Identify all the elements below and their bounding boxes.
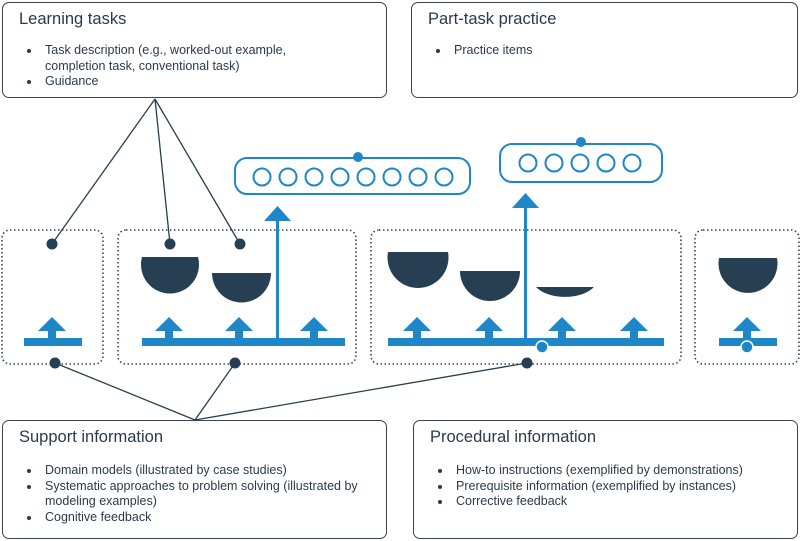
learning-task-half — [460, 271, 520, 301]
practice-item-icon — [382, 167, 402, 187]
practice-item-icon — [252, 167, 272, 187]
bar-3 — [388, 338, 664, 346]
practice-item-icon — [330, 167, 350, 187]
practice-item-icon — [408, 167, 428, 187]
support-information-box: Support information Domain models (illus… — [2, 420, 387, 539]
procedural-information-list: How-to instructions (exemplified by demo… — [438, 463, 787, 510]
practice-items-group-1 — [234, 152, 471, 195]
task-class-3 — [370, 229, 682, 365]
connector-dots — [46, 238, 533, 369]
part-task-practice-box: Part-task practice Practice items — [411, 2, 798, 98]
list-item: Cognitive feedback — [27, 510, 376, 526]
part-task-arrows — [264, 193, 539, 338]
task-class-containers — [1, 229, 800, 365]
learning-tasks-box: Learning tasks Task description (e.g., w… — [2, 2, 387, 98]
up-arrow-icon — [620, 317, 648, 338]
bar-1 — [24, 338, 82, 346]
part-task-practice-title: Part-task practice — [428, 10, 557, 28]
up-arrow-icon — [403, 317, 431, 338]
learning-task-half — [212, 273, 271, 303]
practice-items-group-2 — [499, 137, 663, 183]
learning-task-full — [718, 258, 778, 293]
list-item: Guidance — [27, 74, 376, 90]
up-arrow-icon — [512, 193, 539, 208]
part-task-practice-list: Practice items — [436, 43, 787, 59]
practice-item-icon — [278, 167, 298, 187]
up-arrow-icon — [225, 317, 253, 338]
procedural-arrows — [38, 317, 761, 338]
practice-item-icon — [356, 167, 376, 187]
support-bars — [24, 338, 777, 346]
list-item: Systematic approaches to problem solving… — [27, 479, 370, 510]
up-arrow-icon — [155, 317, 183, 338]
practice-item-icon — [622, 153, 642, 173]
support-information-title: Support information — [19, 428, 163, 446]
learning-task-full — [140, 257, 199, 294]
list-item: Domain models (illustrated by case studi… — [27, 463, 376, 479]
support-information-list: Domain models (illustrated by case studi… — [27, 463, 376, 525]
up-arrow-icon — [38, 317, 66, 338]
up-arrow-icon — [733, 317, 761, 338]
up-arrow-icon — [548, 317, 576, 338]
learning-tasks-list: Task description (e.g., worked-out examp… — [27, 43, 376, 90]
list-item: How-to instructions (exemplified by demo… — [438, 463, 787, 479]
practice-item-icon — [434, 167, 454, 187]
practice-item-icon — [596, 153, 616, 173]
practice-item-icon — [304, 167, 324, 187]
list-item: Prerequisite information (exemplified by… — [438, 479, 787, 495]
list-item: Practice items — [436, 43, 787, 59]
learning-tasks-title: Learning tasks — [19, 10, 127, 28]
learning-task-full — [387, 252, 449, 288]
learning-task-connectors — [51, 98, 241, 245]
up-arrow-icon — [264, 206, 291, 221]
task-class-2 — [117, 229, 357, 365]
practice-item-icon — [570, 153, 590, 173]
bar-2 — [142, 338, 345, 346]
practice-item-icon — [544, 153, 564, 173]
practice-item-icon — [518, 153, 538, 173]
learning-task-shapes — [140, 252, 778, 303]
procedural-information-title: Procedural information — [430, 428, 596, 446]
list-item: Task description (e.g., worked-out examp… — [27, 43, 320, 74]
procedural-markers — [535, 340, 754, 354]
up-arrow-icon — [475, 317, 503, 338]
task-class-4 — [694, 229, 800, 365]
up-arrow-icon — [300, 317, 328, 338]
support-info-connectors — [54, 362, 528, 421]
task-class-1 — [1, 229, 104, 365]
learning-task-quarter — [536, 287, 594, 297]
list-item: Corrective feedback — [438, 494, 787, 510]
procedural-information-box: Procedural information How-to instructio… — [413, 420, 798, 539]
